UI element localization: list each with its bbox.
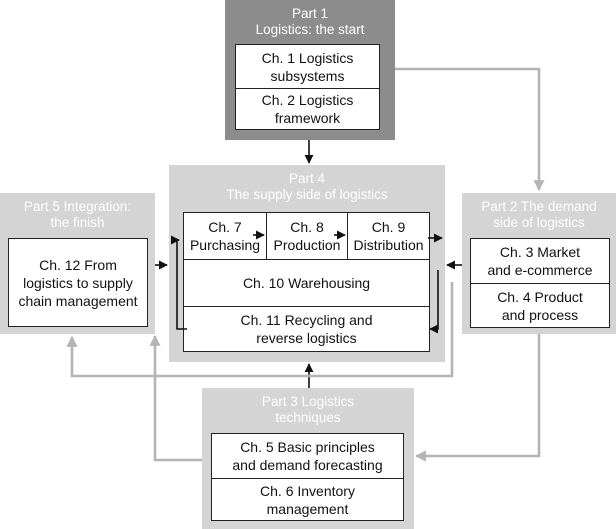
chapter-9-box: Ch. 9 Distribution — [347, 212, 430, 260]
chapter-5-box: Ch. 5 Basic principles and demand foreca… — [211, 433, 404, 479]
chapter-5-label: Ch. 5 Basic principles and demand foreca… — [232, 439, 383, 473]
chapter-2-box: Ch. 2 Logistics framework — [235, 88, 380, 130]
chapter-2-label: Ch. 2 Logistics framework — [261, 92, 354, 126]
chapter-12-label: Ch. 12 From logistics to supply chain ma… — [18, 256, 138, 309]
chapter-3-box: Ch. 3 Market and e-commerce — [470, 238, 610, 284]
chapter-8-label: Ch. 8 Production — [273, 219, 341, 253]
chapter-4-label: Ch. 4 Product and process — [497, 288, 583, 323]
arrow-ch9-loop-right — [429, 270, 439, 334]
part2-title: Part 2 The demand side of logistics — [481, 199, 597, 230]
arrow-part3-to-part5 — [149, 334, 202, 462]
arrow-ch11-loop-left — [170, 235, 187, 330]
part3-title: Part 3 Logistics techniques — [261, 394, 355, 425]
arrow-part1-to-part2 — [395, 67, 545, 192]
part4-title: Part 4 The supply side of logistics — [226, 171, 388, 202]
chapter-4-box: Ch. 4 Product and process — [470, 283, 610, 328]
chapter-10-label: Ch. 10 Warehousing — [242, 275, 371, 291]
chapter-3-label: Ch. 3 Market and e-commerce — [487, 244, 593, 278]
chapter-6-box: Ch. 6 Inventory management — [211, 478, 404, 521]
part1-title: Part 1 Logistics: the start — [255, 6, 365, 37]
chapter-11-box: Ch. 11 Recycling and reverse logistics — [183, 306, 430, 352]
arrow-part2-to-part3 — [414, 334, 541, 462]
chapter-10-box: Ch. 10 Warehousing — [183, 259, 430, 307]
chapter-1-label: Ch. 1 Logistics subsystems — [261, 49, 354, 84]
chapter-8-box: Ch. 8 Production — [266, 212, 348, 260]
chapter-9-label: Ch. 9 Distribution — [353, 219, 424, 253]
chapter-6-label: Ch. 6 Inventory management — [260, 482, 355, 517]
chapter-7-label: Ch. 7 Purchasing — [189, 219, 261, 253]
chapter-11-label: Ch. 11 Recycling and reverse logistics — [240, 312, 373, 346]
part5-title: Part 5 Integration: the finish — [23, 199, 132, 230]
chapter-12-box: Ch. 12 From logistics to supply chain ma… — [8, 238, 148, 327]
arrow-part4-to-part5 — [66, 282, 454, 378]
